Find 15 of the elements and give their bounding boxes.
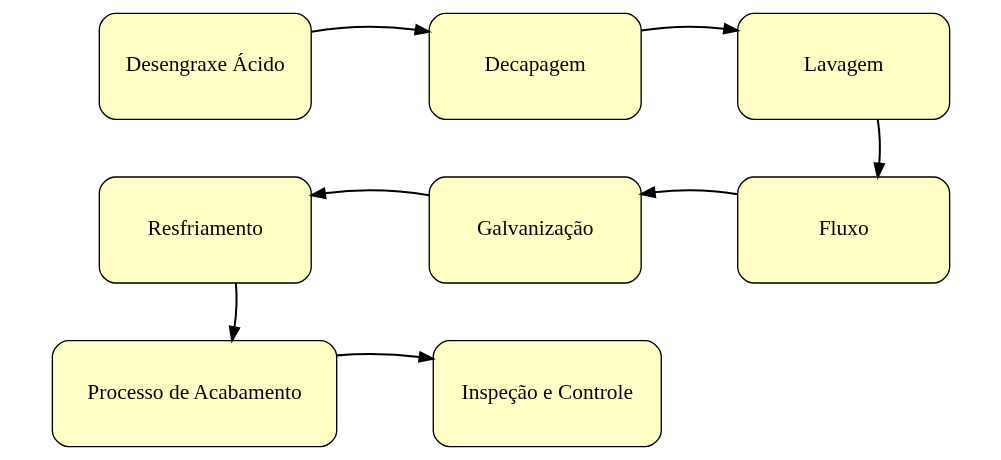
- arrow: [228, 283, 241, 344]
- arrow: [637, 186, 738, 199]
- node-box: Decapagem: [428, 12, 642, 120]
- arrow: [336, 350, 436, 363]
- arrow: [308, 187, 429, 200]
- arrow: [310, 23, 432, 36]
- node-box: Inspeção e Controle: [432, 339, 662, 448]
- node-box: Desengraxe Ácido: [98, 12, 312, 120]
- node-box: Resfriamento: [98, 176, 312, 284]
- arrow: [640, 22, 741, 35]
- node-box: Lavagem: [736, 12, 950, 120]
- node-box: Galvanização: [428, 176, 642, 284]
- node-box: Fluxo: [736, 176, 950, 284]
- arrow: [872, 119, 885, 180]
- node-box: Processo de Acabamento: [51, 339, 337, 448]
